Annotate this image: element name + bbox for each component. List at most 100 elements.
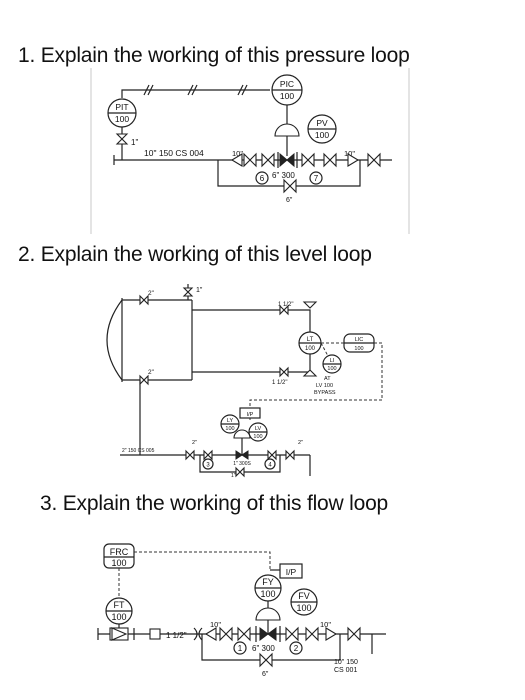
line-spec-2: CS 001 bbox=[334, 667, 357, 674]
block-valve-inner-right-icon bbox=[301, 152, 315, 168]
bottom-pipe-size: 1 1/2" bbox=[272, 380, 287, 386]
ip-box: I/P bbox=[239, 407, 261, 419]
svg-text:7: 7 bbox=[314, 174, 319, 183]
lt-bottom-line bbox=[192, 354, 311, 373]
block-valve-2-icon bbox=[305, 626, 319, 642]
size-left: 10" bbox=[232, 149, 243, 158]
vessel-head bbox=[106, 299, 123, 381]
block-valve-7-icon bbox=[323, 152, 337, 168]
pic-bubble: PIC 100 bbox=[271, 74, 303, 106]
block-valve-6-icon bbox=[243, 152, 257, 168]
level-loop-diagram: 1" 2" 2" 1 1/2" 1 1/2" LT 100 LIC 100 LI… bbox=[100, 280, 400, 480]
line-spec: 10" 150 CS 004 bbox=[144, 148, 204, 158]
lt-top-drain-icon bbox=[302, 301, 318, 309]
lt-bottom-valve-icon bbox=[279, 366, 289, 378]
pit-bubble: PIT 100 bbox=[107, 98, 137, 128]
vent-size: 1" bbox=[196, 287, 203, 294]
ft-bubble: FT 100 bbox=[105, 597, 133, 625]
bypass-size: 6" bbox=[286, 197, 293, 204]
nozzle-top-size: 2" bbox=[148, 290, 155, 297]
flow-bypass-valve-icon bbox=[259, 652, 273, 668]
svg-text:LI: LI bbox=[330, 358, 335, 364]
fv-actuator-icon bbox=[255, 607, 281, 621]
block-valve-outlet-icon bbox=[347, 626, 361, 642]
size-2b: 2" bbox=[298, 440, 303, 446]
bypass-spec: 6" 300 bbox=[272, 171, 295, 180]
valve-number-6: 6 bbox=[255, 171, 269, 185]
reducer-left-icon bbox=[204, 627, 217, 641]
question-2: 2. Explain the working of this level loo… bbox=[18, 243, 372, 266]
lv-block-valve-left-icon bbox=[185, 449, 195, 461]
reducer-left-icon bbox=[230, 153, 243, 167]
ly-bubble: LY 100 bbox=[220, 414, 240, 434]
nozzle-top-valve-icon bbox=[139, 294, 149, 306]
frc-output-signal bbox=[134, 551, 271, 570]
root-valve-icon bbox=[115, 133, 129, 145]
block-valve-inner-left-icon bbox=[261, 152, 275, 168]
svg-text:LV: LV bbox=[255, 426, 262, 432]
lt-bottom-drain-icon bbox=[302, 369, 318, 377]
svg-text:FV: FV bbox=[298, 591, 310, 601]
svg-text:100: 100 bbox=[327, 366, 336, 372]
lic-output-signal bbox=[249, 342, 383, 420]
svg-text:100: 100 bbox=[253, 434, 262, 440]
pressure-signal-line bbox=[121, 89, 270, 98]
fy-bubble: FY 100 bbox=[254, 574, 282, 602]
svg-text:FRC: FRC bbox=[110, 547, 129, 557]
svg-text:LY: LY bbox=[227, 418, 234, 424]
svg-text:FT: FT bbox=[114, 600, 125, 610]
at-note: AT bbox=[324, 376, 331, 382]
valve-number-3: 3 bbox=[202, 458, 214, 470]
bypass-size: 6" bbox=[262, 671, 269, 678]
ip-box: I/P bbox=[279, 563, 303, 579]
svg-text:I/P: I/P bbox=[247, 412, 254, 418]
svg-text:I/P: I/P bbox=[286, 567, 297, 577]
lt-top-line bbox=[192, 309, 311, 332]
pit-tag: PIT bbox=[115, 102, 128, 112]
block-valve-outlet-icon bbox=[367, 152, 381, 168]
flow-control-valve-icon bbox=[259, 627, 277, 641]
line-spec-1: 10" 150 bbox=[334, 659, 358, 666]
svg-text:100: 100 bbox=[225, 426, 234, 432]
actuator-dome bbox=[274, 123, 300, 137]
svg-text:3: 3 bbox=[206, 463, 210, 469]
svg-text:100: 100 bbox=[111, 558, 126, 568]
frc-box: FRC 100 bbox=[103, 543, 135, 569]
svg-text:100: 100 bbox=[354, 346, 363, 352]
control-valve-icon bbox=[279, 152, 295, 168]
pv-bubble: PV 100 bbox=[307, 114, 337, 144]
lv-bypass-valve-icon bbox=[235, 466, 245, 478]
svg-text:100: 100 bbox=[111, 612, 126, 622]
svg-text:FY: FY bbox=[262, 577, 274, 587]
svg-text:1: 1 bbox=[238, 644, 243, 653]
bypass-note-2: BYPASS bbox=[314, 390, 336, 396]
lv-control-valve-icon bbox=[235, 450, 249, 460]
reducer-right-icon bbox=[325, 627, 338, 641]
svg-text:100: 100 bbox=[260, 589, 275, 599]
nozzle-bottom-size: 2" bbox=[148, 369, 155, 376]
orifice-flange-icon bbox=[149, 628, 161, 640]
bypass-valve-icon bbox=[283, 178, 297, 194]
pv-tag: PV bbox=[316, 118, 328, 128]
bypass-spec: 1" 300S bbox=[233, 461, 251, 467]
tap-size: 1" bbox=[131, 138, 138, 147]
svg-text:4: 4 bbox=[268, 463, 272, 469]
svg-text:100: 100 bbox=[305, 346, 316, 352]
lv-block-valve-right-icon bbox=[285, 449, 295, 461]
svg-text:LT: LT bbox=[307, 337, 314, 343]
lv-actuator-icon bbox=[233, 429, 251, 439]
valve-number-7: 7 bbox=[309, 171, 323, 185]
pit-number: 100 bbox=[115, 114, 129, 124]
fv-bubble: FV 100 bbox=[290, 588, 318, 616]
size-right: 10" bbox=[344, 149, 355, 158]
pv-number: 100 bbox=[315, 130, 329, 140]
valve-number-4: 4 bbox=[264, 458, 276, 470]
lv-bubble: LV 100 bbox=[248, 422, 268, 442]
bypass-size: 1" bbox=[231, 473, 236, 479]
pipe-size: 1 1/2" bbox=[166, 631, 187, 640]
lt-top-valve-icon bbox=[279, 304, 289, 316]
top-pipe-size: 1 1/2" bbox=[278, 302, 293, 308]
signal-hash-marks bbox=[143, 84, 248, 96]
pic-number: 100 bbox=[280, 91, 294, 101]
reducer-right-icon bbox=[347, 153, 360, 167]
